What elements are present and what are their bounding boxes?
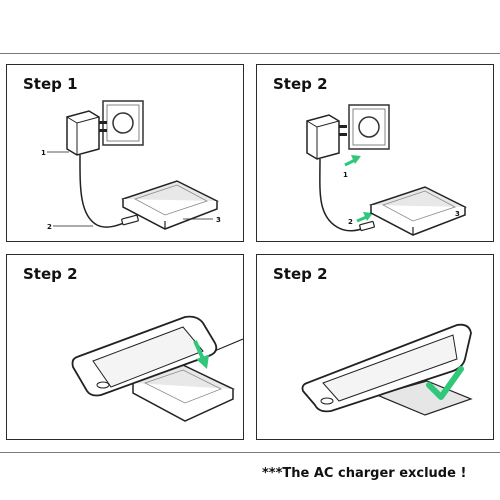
check-icon xyxy=(426,366,464,400)
wall-socket-icon xyxy=(102,100,144,146)
charger-plugged-illustration: 1 2 3 xyxy=(41,100,221,231)
callout-2: 2 xyxy=(348,218,353,226)
callout-1: 1 xyxy=(41,149,46,157)
smartphone xyxy=(301,323,472,413)
usb-cable xyxy=(79,154,130,228)
wireless-charging-pad xyxy=(369,186,467,236)
disclaimer-footnote: ***The AC charger exclude ! xyxy=(262,466,467,481)
usb-plug xyxy=(359,220,375,232)
top-divider xyxy=(0,53,500,54)
callout-3: 3 xyxy=(455,210,460,218)
bottom-divider xyxy=(0,452,500,453)
usb-plug xyxy=(121,214,139,226)
step-panel-2: Step 2 1 2 xyxy=(256,64,494,242)
callout-1: 1 xyxy=(343,171,348,179)
wall-socket-icon xyxy=(348,104,390,150)
insert-arrow-icon xyxy=(356,212,373,223)
step-title: Step 1 xyxy=(23,75,78,93)
place-phone-illustration xyxy=(71,315,243,422)
place-down-arrow-icon xyxy=(193,340,209,369)
insert-arrow-icon xyxy=(344,155,361,167)
usb-cable xyxy=(319,158,368,232)
step-title: Step 2 xyxy=(273,75,328,93)
ac-adapter-icon xyxy=(306,114,347,160)
wireless-charging-pad xyxy=(121,180,219,230)
step-title: Step 2 xyxy=(273,265,328,283)
ac-adapter-icon xyxy=(66,110,107,156)
wireless-charging-pad xyxy=(131,364,235,422)
step-panel-3: Step 2 xyxy=(6,254,244,440)
smartphone xyxy=(71,315,218,397)
step-title: Step 2 xyxy=(23,265,78,283)
charger-connect-illustration: 1 2 3 xyxy=(306,104,467,236)
step-panel-1: Step 1 1 2 3 xyxy=(6,64,244,242)
callout-2: 2 xyxy=(47,223,52,231)
callout-3: 3 xyxy=(216,216,221,224)
step-panel-4: Step 2 xyxy=(256,254,494,440)
charging-complete-illustration xyxy=(301,323,473,416)
